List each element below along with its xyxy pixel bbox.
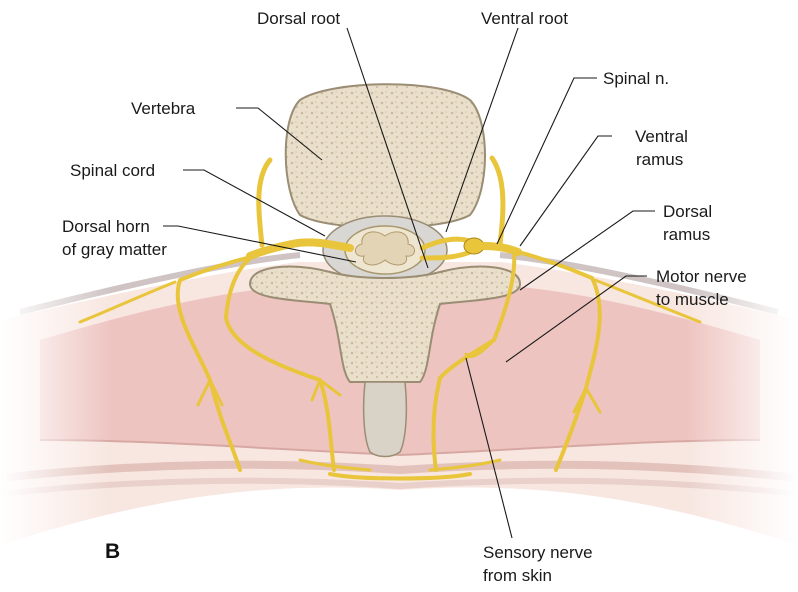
label-motor-nerve-2: to muscle <box>656 290 729 309</box>
spinous-process <box>364 382 407 457</box>
right-upper-loop <box>492 158 503 244</box>
label-ventral-ramus-2: ramus <box>636 150 683 169</box>
label-sensory-nerve-1: Sensory nerve <box>483 543 593 562</box>
label-spinal-cord: Spinal cord <box>70 161 155 180</box>
label-ventral-ramus-1: Ventral <box>635 127 688 146</box>
label-sensory-nerve-2: from skin <box>483 566 552 585</box>
label-spinal-n: Spinal n. <box>603 69 669 88</box>
label-dorsal-ramus-2: ramus <box>663 225 710 244</box>
label-ventral-root: Ventral root <box>481 9 568 28</box>
label-dorsal-ramus-1: Dorsal <box>663 202 712 221</box>
label-vertebra: Vertebra <box>131 99 196 118</box>
leader-spinal-n <box>497 78 597 244</box>
spinal-cord <box>345 226 425 274</box>
panel-letter: B <box>105 540 120 563</box>
label-dorsal-horn-2: of gray matter <box>62 240 167 259</box>
label-motor-nerve-1: Motor nerve <box>656 267 747 286</box>
label-dorsal-horn-1: Dorsal horn <box>62 217 150 236</box>
label-dorsal-root: Dorsal root <box>257 9 340 28</box>
gray-matter-butterfly <box>355 232 414 265</box>
leader-ventral-ramus <box>520 136 612 246</box>
